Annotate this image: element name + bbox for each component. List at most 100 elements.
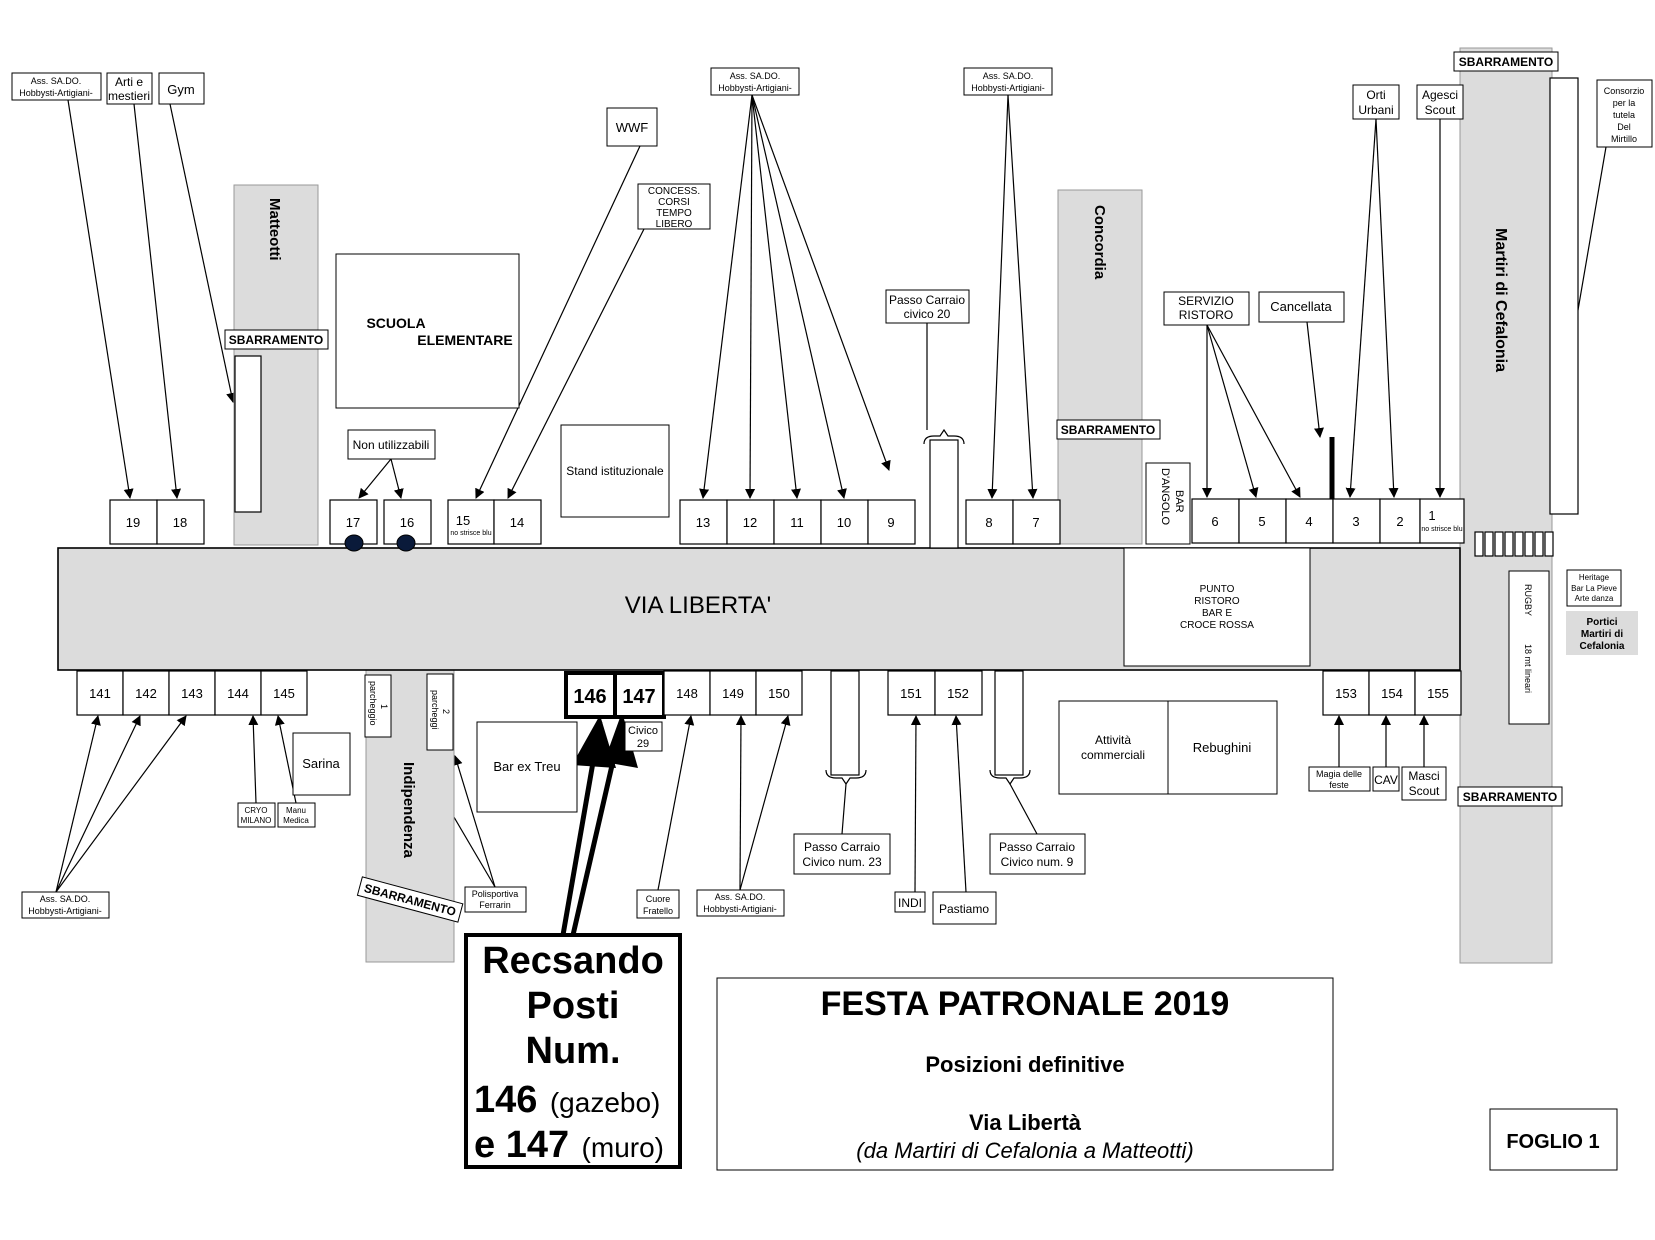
- stall-number: 152: [947, 686, 969, 701]
- box-text: BAR E: [1202, 608, 1232, 619]
- stall-number: 153: [1335, 686, 1357, 701]
- stall-148[interactable]: 148: [663, 670, 711, 716]
- stall-3[interactable]: 3: [1332, 498, 1381, 544]
- box-text: Gym: [167, 82, 194, 97]
- cefalonia-street: [1459, 47, 1553, 964]
- stall-153[interactable]: 153: [1322, 670, 1370, 716]
- stall-number: 13: [696, 515, 710, 530]
- cefalonia-bollards: [1474, 531, 1554, 557]
- stall-152[interactable]: 152: [934, 670, 983, 716]
- stall-141[interactable]: 141: [76, 670, 124, 716]
- stall-11[interactable]: 11: [773, 499, 822, 545]
- connector-arrow: [1206, 324, 1259, 498]
- box-text: ELEMENTARE: [417, 332, 512, 348]
- box-text: Cuore: [646, 894, 671, 904]
- stall-number: 141: [89, 686, 111, 701]
- box-text: Consorzio: [1604, 86, 1645, 96]
- north-stall-row: 19 18 17 16 15 no strisce blu 14 13 12 1…: [109, 498, 1465, 545]
- stall-142[interactable]: 142: [122, 670, 170, 716]
- stall-16[interactable]: 16: [383, 499, 432, 545]
- cancellata-box: Cancellata: [1258, 291, 1345, 323]
- stall-147[interactable]: 147: [613, 671, 666, 719]
- box-text: mestieri: [108, 89, 150, 103]
- stall-10[interactable]: 10: [820, 499, 869, 545]
- brace-icon: [989, 769, 1031, 786]
- stall-15[interactable]: 15 no strisce blu: [447, 499, 495, 545]
- passo-carraio-9-lane: [994, 670, 1024, 776]
- parcheggio-2-box: 2 parcheggi: [426, 673, 454, 751]
- passo-carraio-23-lane: [830, 670, 860, 776]
- stall-145[interactable]: 145: [260, 670, 308, 716]
- indi-box: INDI: [894, 891, 926, 913]
- concordia-street: [1057, 189, 1143, 545]
- connector-arrow: [751, 94, 891, 471]
- box-text: Portici: [1586, 617, 1617, 628]
- stall-number: 143: [181, 686, 203, 701]
- barrier-label: SBARRAMENTO: [1459, 55, 1553, 69]
- cuore-fratello-box: Cuore Fratello: [636, 889, 680, 919]
- callout-arrowhead: [604, 712, 638, 768]
- ass-sado-box: Ass. SA.DO. Hobbysti-Artigiani-: [21, 891, 110, 919]
- stall-12[interactable]: 12: [726, 499, 775, 545]
- box-text: Mirtillo: [1611, 134, 1637, 144]
- stall-number: 149: [722, 686, 744, 701]
- arrows-layer: [55, 94, 1607, 936]
- box-text: CORSI: [658, 197, 690, 208]
- box-text: per la: [1613, 98, 1636, 108]
- box-text: RUGBY: [1523, 584, 1533, 616]
- servizio-ristoro-box: SERVIZIO RISTORO: [1163, 291, 1250, 326]
- box-text: LIBERO: [656, 219, 693, 230]
- stall-13[interactable]: 13: [679, 499, 728, 545]
- stall-144[interactable]: 144: [214, 670, 262, 716]
- passo-carraio-9-box: Passo Carraio Civico num. 9: [989, 833, 1086, 875]
- map-title: FESTA PATRONALE 2019: [821, 985, 1230, 1023]
- polisportiva-ferrarin-box: Polisportiva Ferrarin: [464, 886, 527, 913]
- stall-143[interactable]: 143: [168, 670, 216, 716]
- stall-6[interactable]: 6: [1191, 498, 1240, 544]
- stall-number: 154: [1381, 686, 1403, 701]
- connector-arrow: [475, 145, 641, 499]
- ass-sado-box: Ass. SA.DO. Hobbysti-Artigiani-: [963, 67, 1053, 96]
- stall-7[interactable]: 7: [1012, 499, 1061, 545]
- stall-155[interactable]: 155: [1414, 670, 1462, 716]
- stall-150[interactable]: 150: [755, 670, 803, 716]
- barrier-label: SBARRAMENTO: [229, 333, 323, 347]
- stall-4[interactable]: 4: [1285, 498, 1334, 544]
- stall-146[interactable]: 146: [564, 671, 617, 719]
- stall-19[interactable]: 19: [109, 499, 158, 545]
- box-text: 18 mt lineari: [1523, 644, 1533, 693]
- box-text: Urbani: [1358, 103, 1393, 117]
- stall-5[interactable]: 5: [1238, 498, 1287, 544]
- stall-number: 15: [456, 513, 470, 528]
- punto-ristoro-box: PUNTO RISTORO BAR E CROCE ROSSA: [1123, 547, 1311, 667]
- callout-line: Num.: [526, 1030, 621, 1072]
- callout-desc: (muro): [582, 1132, 664, 1163]
- stall-9[interactable]: 9: [867, 499, 916, 545]
- stall-number: 147: [622, 686, 655, 708]
- callout-num: e 147: [474, 1124, 569, 1166]
- stall-14[interactable]: 14: [493, 499, 542, 545]
- box-text: Rebughini: [1193, 740, 1252, 755]
- stall-1[interactable]: 1 no strisce blu: [1419, 498, 1465, 544]
- stall-8[interactable]: 8: [965, 499, 1014, 545]
- connector-arrow: [751, 94, 801, 499]
- brace-icon: [825, 769, 867, 786]
- marker-dot: [344, 534, 364, 552]
- stall-number: 5: [1258, 514, 1265, 529]
- box-text: Scout: [1425, 103, 1456, 117]
- box-text: CAV: [1374, 773, 1398, 787]
- magia-feste-box: Magia delle feste: [1308, 766, 1371, 792]
- stall-154[interactable]: 154: [1368, 670, 1416, 716]
- stall-18[interactable]: 18: [156, 499, 205, 545]
- box-text: Pastiamo: [939, 902, 989, 916]
- stall-149[interactable]: 149: [709, 670, 757, 716]
- connector-arrow: [699, 94, 753, 499]
- stall-151[interactable]: 151: [887, 670, 936, 716]
- box-text: 2: [441, 709, 451, 714]
- gym-box: Gym: [158, 72, 205, 105]
- orti-urbani-box: Orti Urbani: [1352, 84, 1400, 120]
- stall-2[interactable]: 2: [1379, 498, 1421, 544]
- agesci-scout-box: Agesci Scout: [1416, 84, 1464, 120]
- connector-line: [841, 783, 847, 835]
- stand-istituzionale-box: Stand istituzionale: [560, 424, 670, 518]
